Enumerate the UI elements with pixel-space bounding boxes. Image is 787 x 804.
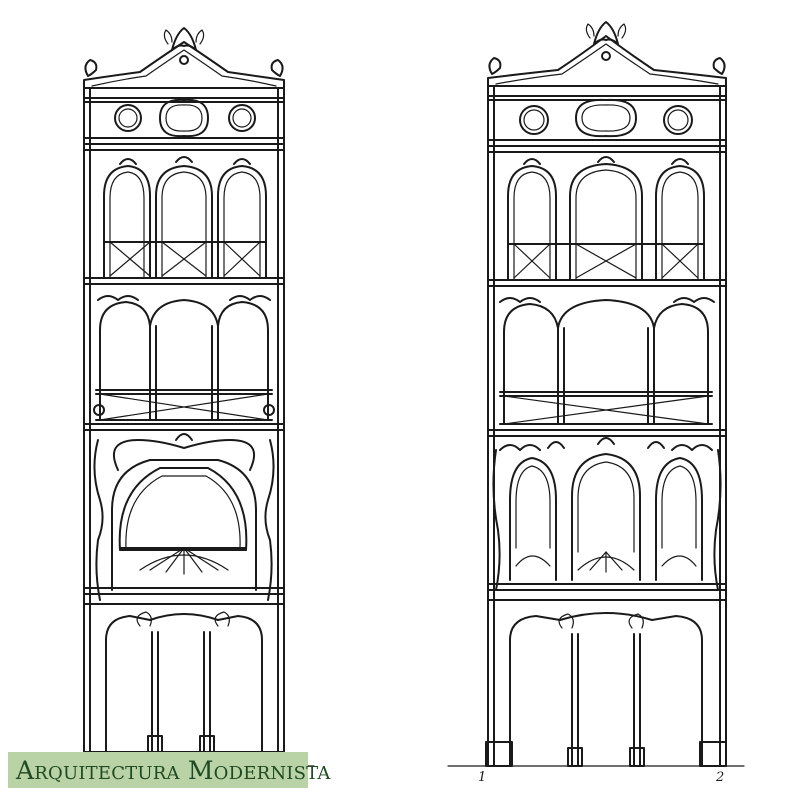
right-floor-3 [487, 156, 727, 287]
left-floor-2 [83, 295, 285, 431]
left-ground-floor [83, 611, 315, 767]
right-pediment [487, 21, 727, 87]
watermark-banner: Arquitectura Modernista [8, 752, 330, 788]
right-floor-1 [487, 437, 727, 601]
left-floor-1 [83, 433, 285, 605]
right-ground-floor [447, 612, 745, 767]
right-elevation [447, 21, 745, 767]
right-mark-label: 2 [716, 770, 725, 785]
left-pediment [83, 27, 285, 89]
right-floor-2 [487, 297, 727, 437]
left-floor-3 [83, 156, 285, 285]
right-attic [487, 95, 727, 153]
left-elevation [83, 27, 315, 767]
watermark-text: Arquitectura Modernista [16, 755, 331, 785]
left-attic [83, 97, 285, 151]
left-mark-label: 1 [478, 770, 487, 785]
